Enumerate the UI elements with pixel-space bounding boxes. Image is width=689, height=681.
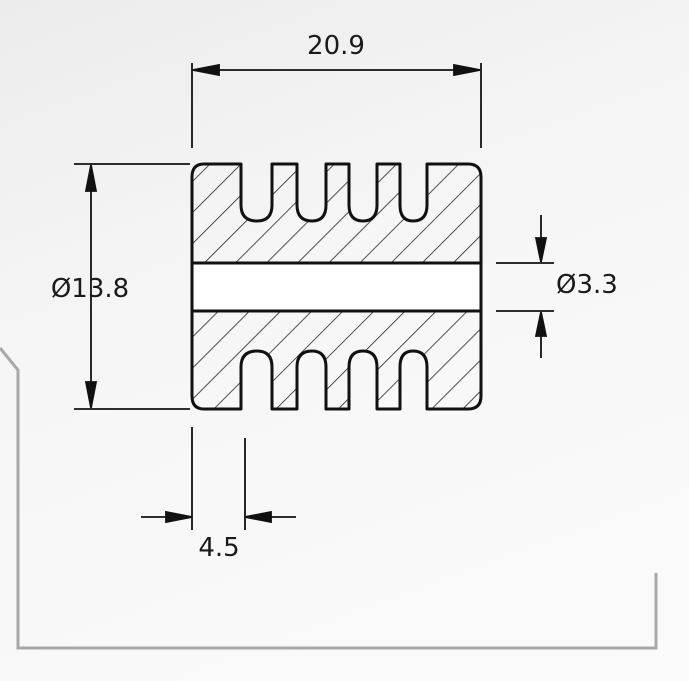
bore [190, 261, 483, 313]
dimension-bore-diameter-label: Ø3.3 [556, 270, 618, 300]
dimension-groove-pitch-label: 4.5 [198, 533, 239, 563]
dimension-length-label: 20.9 [307, 31, 365, 61]
top-section [190, 162, 483, 265]
dimension-length [191, 63, 482, 148]
dimension-outer-diameter [74, 163, 190, 410]
bottom-section [190, 309, 483, 411]
sheet-frame [0, 347, 658, 650]
dimension-groove-pitch [141, 427, 296, 530]
dimension-bore-diameter [496, 215, 554, 358]
dimension-outer-diameter-label: Ø13.8 [51, 274, 129, 304]
